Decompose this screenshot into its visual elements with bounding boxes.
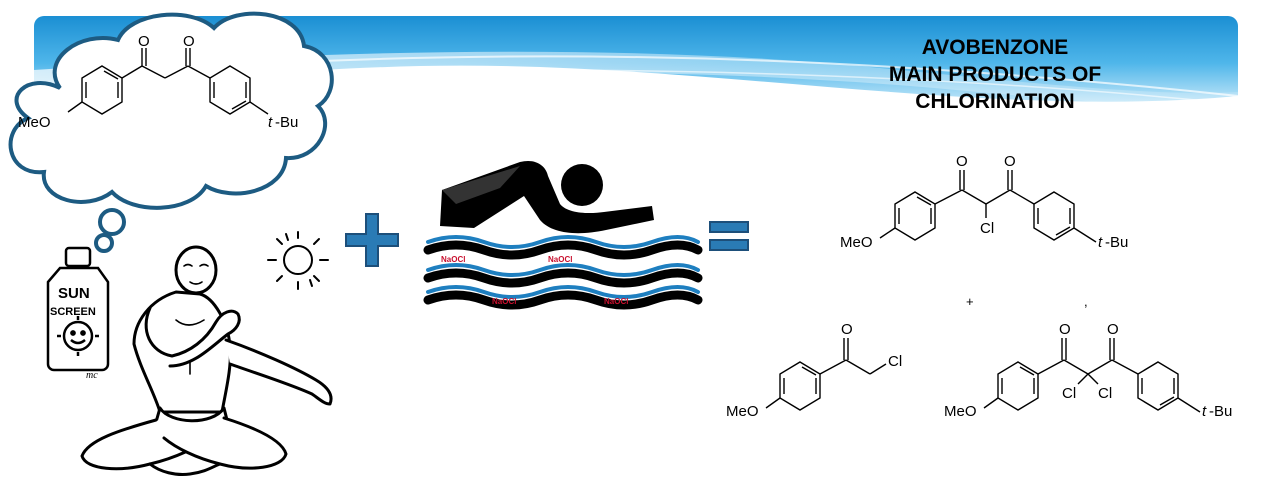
swimmer-icon (440, 160, 654, 234)
avobenzone-o1: O (138, 33, 150, 50)
header-banner (34, 16, 1239, 106)
product3-meo: MeO (944, 403, 977, 420)
product2-structure (765, 338, 887, 411)
title-line-1: AVOBENZONE (921, 36, 1069, 59)
products-plus-sign: + (966, 294, 974, 309)
avobenzone-structure (67, 48, 269, 115)
naocl-label-2: NaOCl (548, 255, 572, 264)
sun-icon (267, 231, 329, 290)
avobenzone-meo: MeO (18, 114, 51, 131)
title-line-3: CHLORINATION (915, 90, 1075, 113)
pool-waves (423, 235, 703, 310)
product1-tbu-rest: -Bu (1105, 234, 1128, 251)
sunscreen-label-sun: SUN (58, 285, 90, 302)
title-line-2: MAIN PRODUCTS OF (888, 63, 1102, 86)
product3-cl1: Cl (1062, 385, 1076, 402)
sunscreen-label-screen: SCREEN (50, 306, 96, 318)
product1-cl: Cl (980, 220, 994, 237)
person-applying-sunscreen-drawing (80, 245, 333, 476)
avobenzone-tbu-t: t (268, 114, 273, 131)
equals-operator-icon (709, 221, 749, 251)
product2-cl: Cl (888, 353, 902, 370)
naocl-label-3: NaOCl (492, 297, 516, 306)
avobenzone-o2: O (183, 33, 195, 50)
product3-tbu-t: t (1202, 403, 1207, 420)
plus-operator-icon (345, 213, 399, 267)
product1-o1: O (956, 153, 968, 170)
naocl-label-1: NaOCl (441, 255, 465, 264)
sunscreen-bottle-drawing (46, 246, 110, 372)
product3-tbu-rest: -Bu (1209, 403, 1232, 420)
artist-signature: mc (86, 370, 98, 381)
product1-meo: MeO (840, 234, 873, 251)
products-comma: , (1084, 294, 1088, 309)
product1-tbu-t: t (1098, 234, 1103, 251)
product3-cl2: Cl (1098, 385, 1112, 402)
product3-o1: O (1059, 321, 1071, 338)
product1-structure (879, 170, 1097, 243)
product2-meo: MeO (726, 403, 759, 420)
product3-o2: O (1107, 321, 1119, 338)
product3-structure (983, 338, 1201, 413)
product2-o: O (841, 321, 853, 338)
slide-title: AVOBENZONE MAIN PRODUCTS OF CHLORINATION (835, 34, 1155, 115)
thought-cloud (8, 11, 334, 253)
naocl-label-4: NaOCl (604, 297, 628, 306)
avobenzone-tbu-rest: -Bu (275, 114, 298, 131)
product1-o2: O (1004, 153, 1016, 170)
